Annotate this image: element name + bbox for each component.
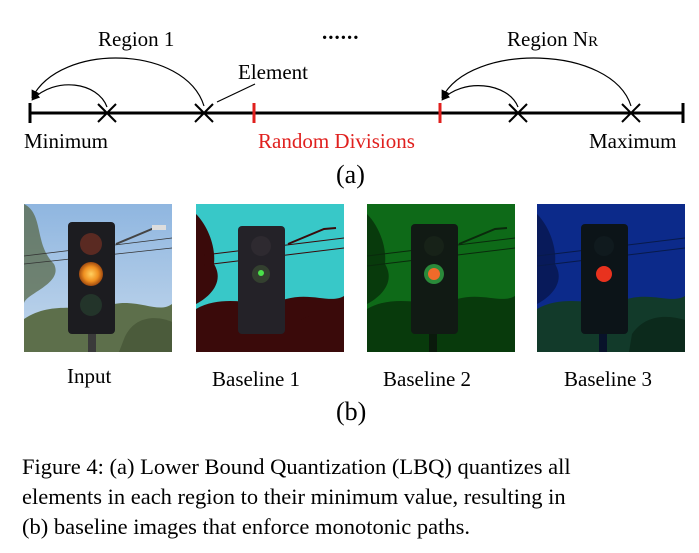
baseline2-label: Baseline 2 [383, 367, 472, 391]
element-mark [621, 103, 641, 123]
regionN-arrow-inner [441, 85, 519, 108]
baseline2-image [367, 204, 515, 352]
baseline3-label: Baseline 3 [564, 367, 653, 391]
regionN-subscript: R [588, 34, 599, 50]
caption-line-1: Figure 4: (a) Lower Bound Quantization (… [22, 454, 571, 479]
caption-line-3: (b) baseline images that enforce monoton… [22, 514, 470, 539]
ellipsis: ...... [322, 20, 360, 44]
random-divisions-label: Random Divisions [258, 129, 415, 153]
element-mark [508, 103, 528, 123]
region1-arrow-inner [31, 84, 108, 108]
baseline3-image [537, 204, 685, 352]
regionN-text: Region N [507, 27, 589, 51]
lbq-diagram [28, 57, 685, 123]
minimum-label: Minimum [24, 129, 109, 153]
regionN-arrow-outer [441, 57, 632, 107]
panel-a-label: (a) [336, 160, 365, 189]
caption-line-2: elements in each region to their minimum… [22, 484, 566, 509]
figure-caption: Figure 4: (a) Lower Bound Quantization (… [22, 452, 692, 542]
element-mark [97, 103, 117, 123]
panel-b-label: (b) [336, 397, 367, 426]
element-label: Element [238, 60, 308, 84]
input-image [24, 204, 172, 352]
element-mark [194, 103, 214, 123]
region1-arrow-outer [31, 57, 205, 107]
element-pointer [216, 83, 256, 103]
baseline1-label: Baseline 1 [212, 367, 301, 391]
region1-label: Region 1 [98, 27, 175, 51]
baseline1-image [196, 204, 344, 352]
input-label: Input [67, 364, 112, 388]
regionN-label: Region NR [507, 27, 598, 52]
maximum-label: Maximum [589, 129, 677, 153]
